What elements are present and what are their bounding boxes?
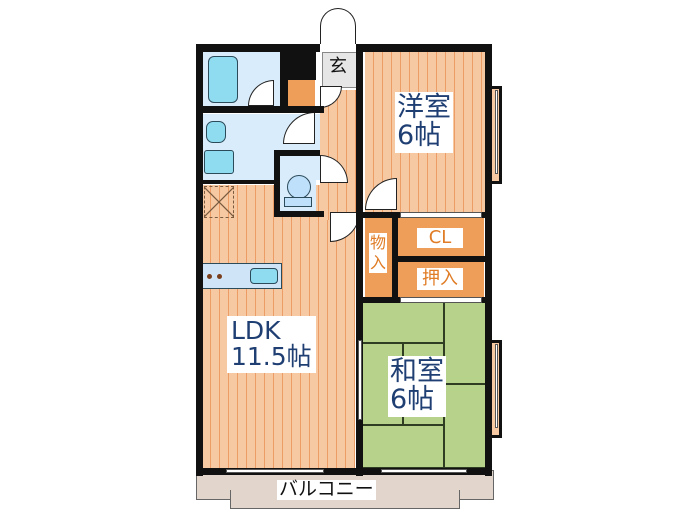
balcony-window-japanese[interactable]: [381, 469, 467, 473]
toilet[interactable]: [287, 175, 311, 199]
toilet-tank: [284, 197, 312, 207]
tatami-2: [444, 302, 486, 384]
entrance-label: 玄: [329, 56, 347, 77]
kitchen-sink[interactable]: [250, 268, 278, 284]
shoe-cabinet: [287, 80, 315, 106]
window-western-right[interactable]: [495, 90, 498, 174]
sliding-door-closet[interactable]: [400, 212, 482, 218]
washing-machine-pan: [204, 150, 234, 174]
wall-left: [196, 44, 203, 476]
tatami-5: [444, 384, 486, 468]
wall-hall-right: [356, 44, 363, 216]
japanese-room-name: 和室: [390, 356, 444, 387]
window-japanese-left[interactable]: [358, 340, 362, 420]
wall-bottom: [196, 468, 492, 475]
wall-washroom-bottom: [196, 180, 280, 184]
wall-toilet-top: [274, 150, 320, 156]
tatami-6: [362, 425, 444, 468]
storage-hatch: [204, 186, 234, 218]
wall-top-right: [358, 44, 492, 52]
balcony-window-ldk[interactable]: [226, 469, 324, 473]
western-room-name: 洋室: [397, 92, 451, 123]
wall-toilet-left: [274, 150, 280, 216]
wall-black-block: [280, 52, 316, 80]
sliding-door-oshiire[interactable]: [400, 297, 482, 303]
wall-bath-bottom: [196, 106, 324, 113]
wall-toilet-bottom: [274, 211, 324, 217]
tatami-1: [362, 302, 444, 343]
japanese-room-size: 6帖: [390, 384, 435, 416]
oshiire-label: 押入: [417, 268, 463, 290]
washbasin[interactable]: [206, 121, 226, 143]
wall-closet-divider: [392, 256, 492, 262]
ldk-size: 11.5帖: [231, 342, 312, 372]
entrance-door[interactable]: [320, 8, 356, 44]
western-room-label: 洋室 6帖: [395, 92, 453, 153]
ldk-label: LDK 11.5帖: [227, 316, 316, 373]
closet-label: CL: [417, 228, 463, 248]
ldk-name: LDK: [231, 316, 281, 345]
window-japanese-right[interactable]: [495, 344, 498, 428]
stove-burner-2[interactable]: [217, 274, 222, 279]
wall-top-left: [196, 44, 320, 52]
japanese-room-label: 和室 6帖: [388, 356, 446, 417]
western-room-size: 6帖: [397, 120, 442, 152]
bathtub[interactable]: [208, 56, 238, 103]
balcony-label: バルコニー: [277, 478, 376, 500]
storage-label: 物入: [369, 233, 387, 273]
stove-burner-1[interactable]: [207, 274, 212, 279]
